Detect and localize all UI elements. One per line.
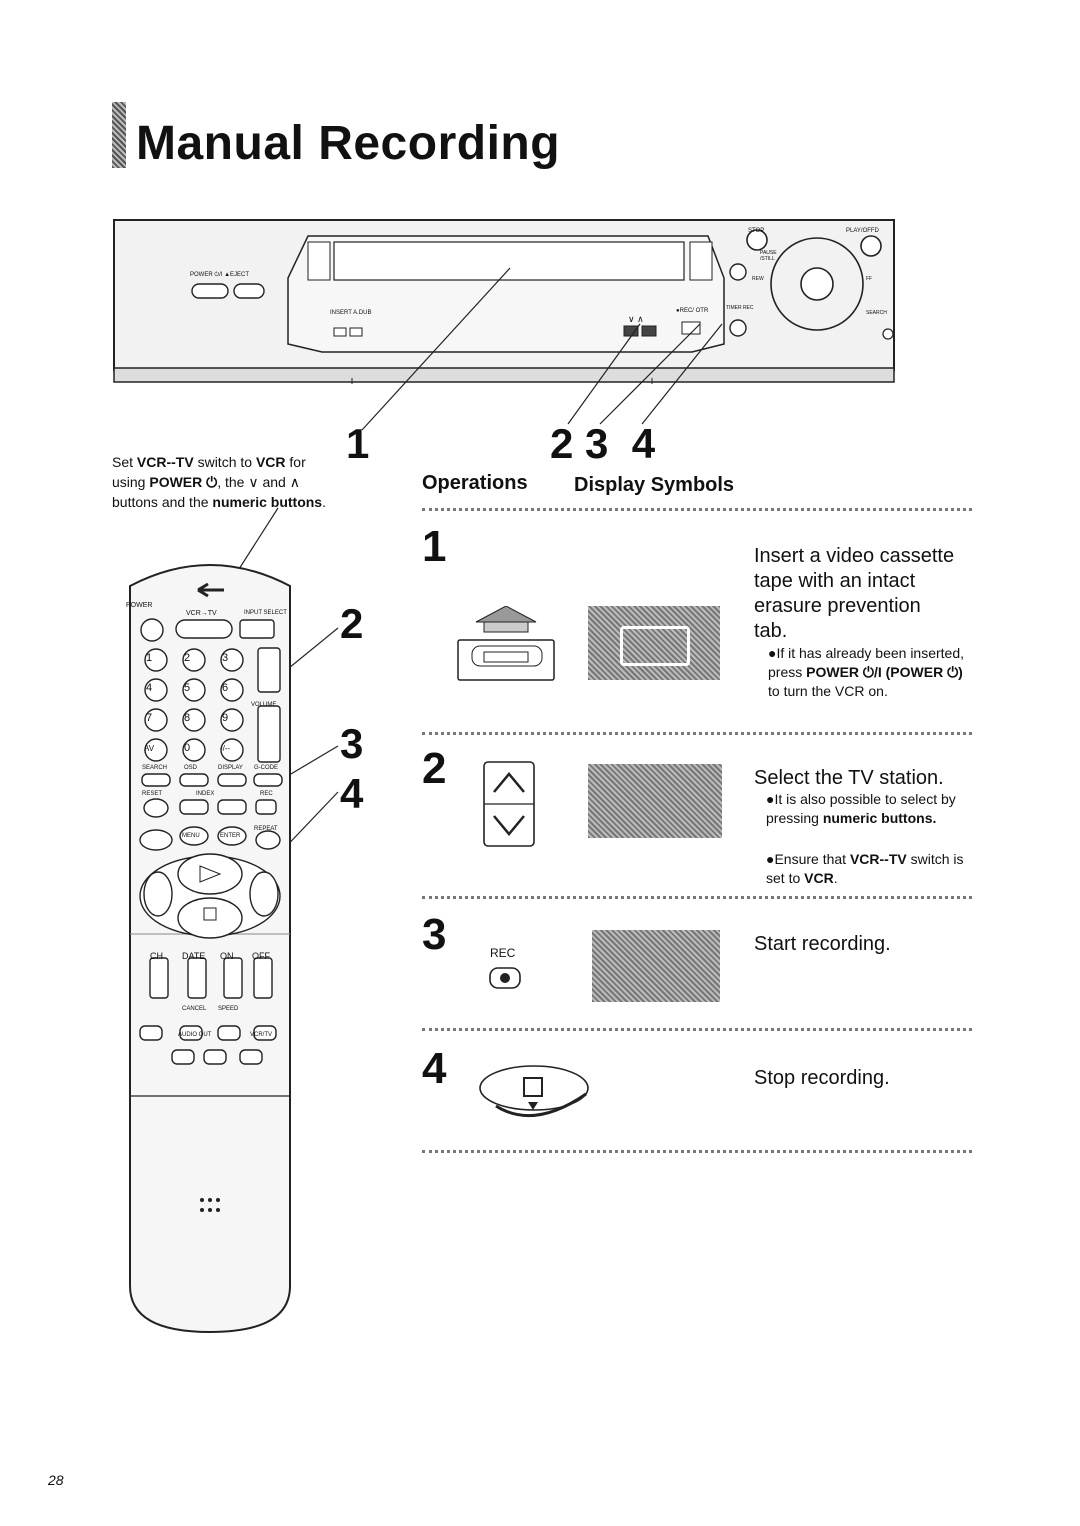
remote-num-6: 6: [222, 682, 229, 694]
remote-off-label: OFF: [252, 951, 270, 961]
remote-num-5: 5: [184, 682, 191, 694]
remote-num-4: 4: [146, 682, 153, 694]
display-symbols-header: Display Symbols: [574, 474, 735, 496]
rec-otr-label: ●REC/ OTR: [676, 308, 709, 314]
vcr-front-panel: [113, 219, 895, 384]
callout-remote-4: 4: [340, 770, 364, 817]
step-2-note-1: ●It is also possible to select by pressi…: [766, 791, 956, 826]
step-2-note-2: ●Ensure that VCR--TV switch is set to VC…: [766, 851, 964, 886]
remote-control: [129, 564, 291, 1334]
page-number: 28: [48, 1472, 64, 1488]
dotted-divider: [422, 896, 972, 905]
callout-remote-3: 3: [340, 720, 364, 767]
remote-vcrtv2-label: VCR/TV: [250, 1032, 273, 1038]
remote-num-7: 7: [146, 712, 153, 724]
power-eject-label: POWER ⏻/I ▲EJECT: [190, 272, 250, 278]
step-3-number: 3: [422, 910, 447, 959]
remote-on-label: ON: [220, 951, 234, 961]
step-4-instruction: Stop recording.: [754, 1067, 890, 1089]
remote-num-8: 8: [184, 712, 191, 724]
ff-label: FF: [866, 276, 873, 282]
dotted-divider: [422, 1150, 972, 1159]
stop-button-icon: [479, 1065, 589, 1118]
set-note: Set VCR--TV switch to VCR for using POWE…: [112, 454, 326, 510]
remote-num-9: 9: [222, 712, 229, 724]
page-title: Manual Recording: [136, 117, 561, 170]
remote-num-2: 2: [184, 652, 191, 664]
remote-audio-label: AUDIO OUT: [178, 1032, 212, 1038]
remote-num-3: 3: [222, 652, 229, 664]
channel-display-icon: [588, 764, 722, 838]
step-1-number: 1: [422, 522, 447, 571]
step-1-instruction: Insert a video cassette tape with an int…: [754, 545, 955, 642]
play-label: PLAY/OFFD: [846, 228, 879, 234]
remote-num-1: 1: [146, 652, 153, 664]
remote-dash: -/--: [220, 744, 231, 753]
timer-rec-label: TIMER REC: [726, 305, 754, 311]
recording-display-icon: [592, 930, 720, 1002]
remote-enter-label: ENTER: [220, 833, 241, 839]
search-label: SEARCH: [866, 310, 887, 316]
remote-power-label: POWER: [126, 602, 153, 609]
remote-menu-label: MENU: [182, 833, 200, 839]
step-2-number: 2: [422, 744, 447, 793]
cassette-display-icon: [588, 606, 720, 680]
remote-num-0: 0: [184, 742, 191, 754]
pause-label: PAUSE /STILL: [760, 250, 777, 262]
remote-speed-label: SPEED: [218, 1006, 239, 1012]
step-3-instruction: Start recording.: [754, 933, 891, 955]
remote-volume-label: VOLUME: [251, 702, 277, 708]
remote-reset-label: RESET: [142, 791, 163, 797]
remote-gcode-label: G-CODE: [254, 765, 278, 771]
remote-av: AV: [144, 744, 155, 753]
insert-adub-label: INSERT A.DUB: [330, 310, 372, 316]
cassette-insert-icon: [457, 606, 555, 681]
step-1-note: ●If it has already been inserted, press …: [768, 645, 965, 699]
title-decoration: [112, 102, 126, 168]
operations-header: Operations: [422, 472, 528, 494]
channel-up-down-icon: [483, 761, 535, 847]
step-4-number: 4: [422, 1044, 447, 1093]
remote-repeat-label: REPEAT: [254, 826, 278, 832]
remote-ch-label: CH: [150, 951, 163, 961]
dotted-divider: [422, 1028, 972, 1037]
stop-label: STOP: [748, 228, 765, 234]
callout-2-3-4: 2 3 4: [550, 420, 656, 467]
dotted-divider: [422, 732, 972, 741]
remote-date-label: DATE: [182, 951, 206, 961]
remote-input-label: INPUT SELECT: [244, 610, 287, 616]
remote-search-label: SEARCH: [142, 765, 168, 771]
remote-osd-label: OSD: [184, 765, 198, 771]
rec-button-icon: [489, 967, 521, 989]
remote-index-label: INDEX: [196, 791, 215, 797]
callout-1: 1: [346, 420, 370, 467]
down-up-label: ∨ ∧: [628, 314, 644, 324]
dotted-divider: [422, 508, 972, 517]
remote-cancel-label: CANCEL: [182, 1006, 207, 1012]
remote-rec-label: REC: [260, 791, 273, 797]
remote-display-label: DISPLAY: [218, 765, 243, 771]
step-2-instruction: Select the TV station.: [754, 767, 944, 789]
rew-label: REW: [752, 276, 764, 282]
remote-vcrtv-label: VCR→TV: [186, 610, 217, 617]
callout-remote-2: 2: [340, 600, 364, 647]
rec-label: REC: [490, 946, 516, 960]
